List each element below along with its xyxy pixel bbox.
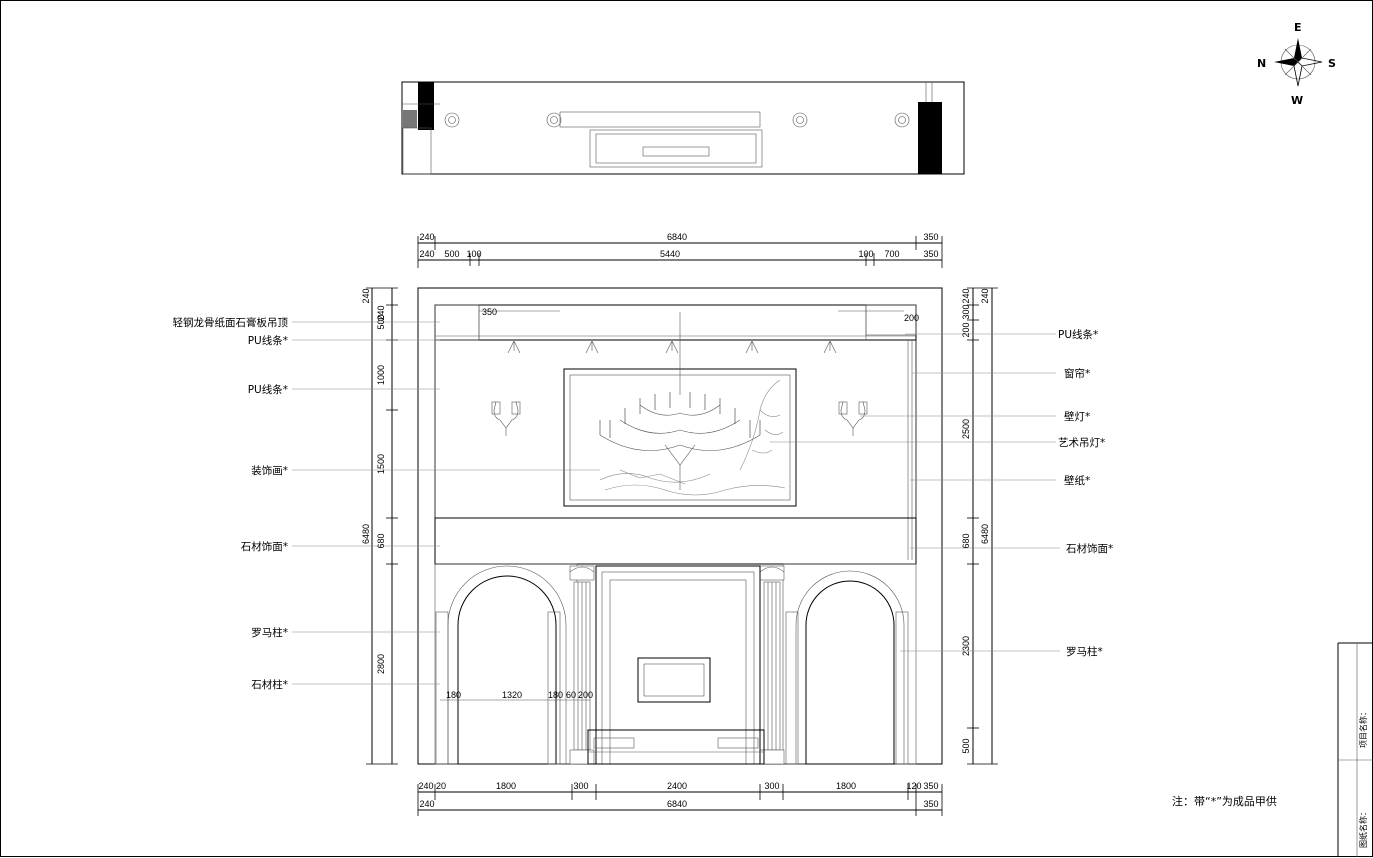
annotation-right: 罗马柱* — [1066, 645, 1103, 658]
annotation-right: 石材饰面* — [1066, 542, 1113, 555]
annotation-right: 壁纸* — [1064, 474, 1090, 487]
dim-inner: 1320 — [502, 690, 522, 700]
annotation-right: 壁灯* — [1064, 410, 1090, 423]
compass-west-label: W — [1291, 94, 1303, 107]
dim-top-detail: 100 — [466, 249, 481, 259]
dim-bottom-detail: 20 — [436, 781, 446, 791]
dim-right-detail: 240 — [961, 288, 971, 303]
dim-left-detail: 500 — [376, 314, 386, 329]
dim-right-detail: 680 — [961, 533, 971, 548]
dim-inner: 350 — [482, 307, 497, 317]
dim-top-overall: 240 — [419, 232, 434, 242]
dim-bottom-detail: 120 — [906, 781, 921, 791]
annotation-left: 罗马柱* — [251, 626, 288, 639]
dim-top-detail: 100 — [858, 249, 873, 259]
wall-elevation — [417, 287, 943, 765]
dim-right-detail: 300 — [961, 304, 971, 319]
annotation-left: 石材饰面* — [241, 540, 288, 553]
dim-left-total: 6480 — [361, 524, 371, 544]
annotation-left: PU线条* — [248, 334, 288, 347]
annotation-left: PU线条* — [248, 383, 288, 396]
chandelier-icon — [599, 312, 761, 490]
dim-left-detail: 2800 — [376, 654, 386, 674]
dim-bottom-detail: 1800 — [496, 781, 516, 791]
wall-lamp-left-icon — [491, 401, 521, 436]
dim-inner: 200 — [578, 690, 593, 700]
dim-left-detail: 240 — [361, 288, 371, 303]
title-block-field-2: 图纸名称： — [1358, 808, 1368, 848]
dim-bottom-overall: 240 — [419, 799, 434, 809]
dim-right-detail: 200 — [961, 322, 971, 337]
dim-top-overall: 350 — [923, 232, 938, 242]
dim-top-detail: 240 — [419, 249, 434, 259]
dim-bottom-overall: 6840 — [667, 799, 687, 809]
dim-inner: 180 — [446, 690, 461, 700]
dim-bottom-overall: 350 — [923, 799, 938, 809]
dim-top-detail: 350 — [923, 249, 938, 259]
dim-left-detail: 1500 — [376, 454, 386, 474]
dim-bottom-detail: 300 — [573, 781, 588, 791]
dim-inner: 180 — [548, 690, 563, 700]
annotation-right: PU线条* — [1058, 328, 1098, 341]
wall-lamp-right-icon — [838, 401, 868, 436]
roman-column-right — [759, 565, 785, 765]
dim-right-detail: 240 — [980, 288, 990, 303]
compass-rose-icon — [1274, 38, 1323, 87]
compass-north-label: N — [1257, 57, 1266, 70]
compass-south-label: S — [1328, 57, 1336, 70]
dim-bottom-detail: 240 — [418, 781, 433, 791]
annotation-right: 艺术吊灯* — [1058, 437, 1105, 449]
dim-bottom-detail: 350 — [923, 781, 938, 791]
dim-right-detail: 500 — [961, 738, 971, 753]
dimension-lines — [366, 236, 998, 816]
annotation-left: 轻钢龙骨纸面石膏板吊顶 — [173, 316, 289, 329]
roman-column-left — [569, 565, 595, 765]
dim-bottom-detail: 300 — [764, 781, 779, 791]
dim-top-detail: 500 — [444, 249, 459, 259]
note-text: 注：带“*”为成品甲供 — [1172, 794, 1277, 808]
title-block: 项目名称： 图纸名称： — [1337, 642, 1373, 857]
compass-east-label: E — [1294, 21, 1302, 34]
dim-top-overall: 6840 — [667, 232, 687, 242]
dim-left-detail: 1000 — [376, 365, 386, 385]
dim-bottom-detail: 1800 — [836, 781, 856, 791]
annotation-left: 石材柱* — [251, 678, 288, 691]
leader-lines — [292, 321, 1060, 685]
title-block-field-1: 项目名称： — [1358, 708, 1368, 748]
dim-inner: 200 — [904, 313, 919, 323]
dim-right-total: 6480 — [980, 524, 990, 544]
dim-top-detail: 700 — [884, 249, 899, 259]
dim-inner: 60 — [566, 690, 576, 700]
dim-bottom-detail: 2400 — [667, 781, 687, 791]
dim-left-detail: 240 — [376, 305, 386, 320]
dim-right-detail: 2500 — [961, 419, 971, 439]
dim-left-detail: 680 — [376, 533, 386, 548]
ceiling-plan-view — [401, 81, 965, 175]
annotation-right: 窗帘* — [1064, 367, 1090, 380]
annotation-left: 装饰画* — [251, 464, 288, 477]
dim-top-detail: 5440 — [660, 249, 680, 259]
dim-right-detail: 2300 — [961, 636, 971, 656]
